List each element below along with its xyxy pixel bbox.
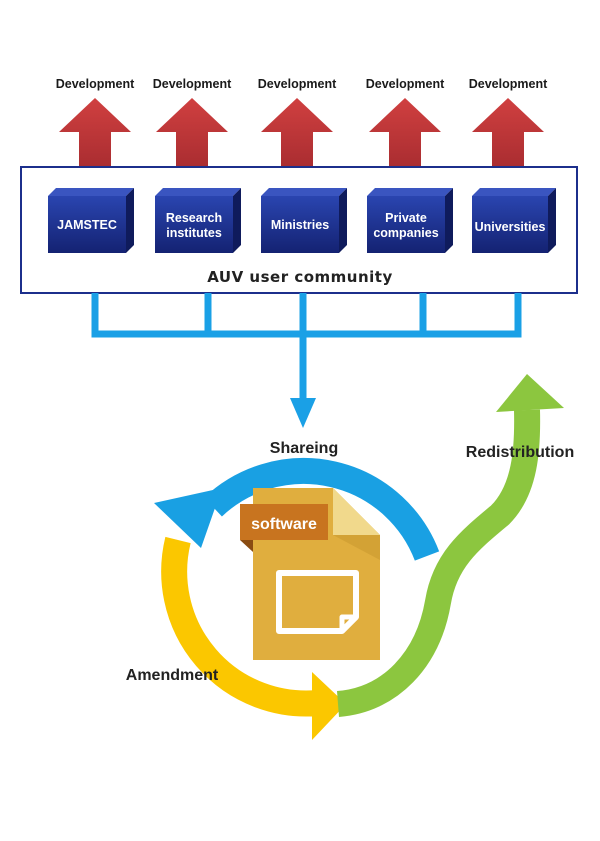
down-arrow-icon [290,398,316,428]
amendment-arc [161,536,320,717]
sharing-arc [204,457,440,561]
up-arrow-icon [369,98,441,170]
org-box-research-institutes: Research institutes [155,188,241,253]
org-label: Research [166,211,222,225]
software-label: software [251,516,317,533]
development-labels: Development Development Development Deve… [56,77,548,91]
redistribution-path [336,409,541,717]
document-page-icon [276,570,359,634]
software-badge [240,504,328,540]
development-label: Development [153,77,232,91]
org-label: companies [373,226,438,240]
sharing-label: Shareing [270,440,338,457]
org-label: Universities [475,220,546,234]
development-label: Development [366,77,445,91]
up-arrow-icon [472,98,544,170]
up-arrow-icon [261,98,333,170]
up-arrow-icon [59,98,131,170]
development-label: Development [56,77,135,91]
org-label: Ministries [271,218,329,232]
org-box-ministries: Ministries [261,188,347,253]
development-label: Development [469,77,548,91]
org-box-universities: Universities [472,188,556,253]
community-connector [91,293,522,400]
org-box-jamstec: JAMSTEC [48,188,134,253]
sharing-arrow-icon [154,488,222,548]
redistribution-label: Redistribution [466,444,574,461]
org-box-private-companies: Private companies [367,188,453,253]
up-arrow-icon [156,98,228,170]
redistribution-arrow-icon [496,374,564,412]
org-label: JAMSTEC [57,218,117,232]
development-label: Development [258,77,337,91]
amendment-label: Amendment [126,667,219,684]
organization-boxes: JAMSTEC Research institutes Ministries P… [48,188,556,253]
amendment-arrow-icon [312,672,346,740]
org-label: Private [385,211,427,225]
software-file-icon: software [240,488,380,660]
development-arrows [59,98,544,170]
org-label: institutes [166,226,222,240]
community-label: AUV user community [207,268,392,286]
